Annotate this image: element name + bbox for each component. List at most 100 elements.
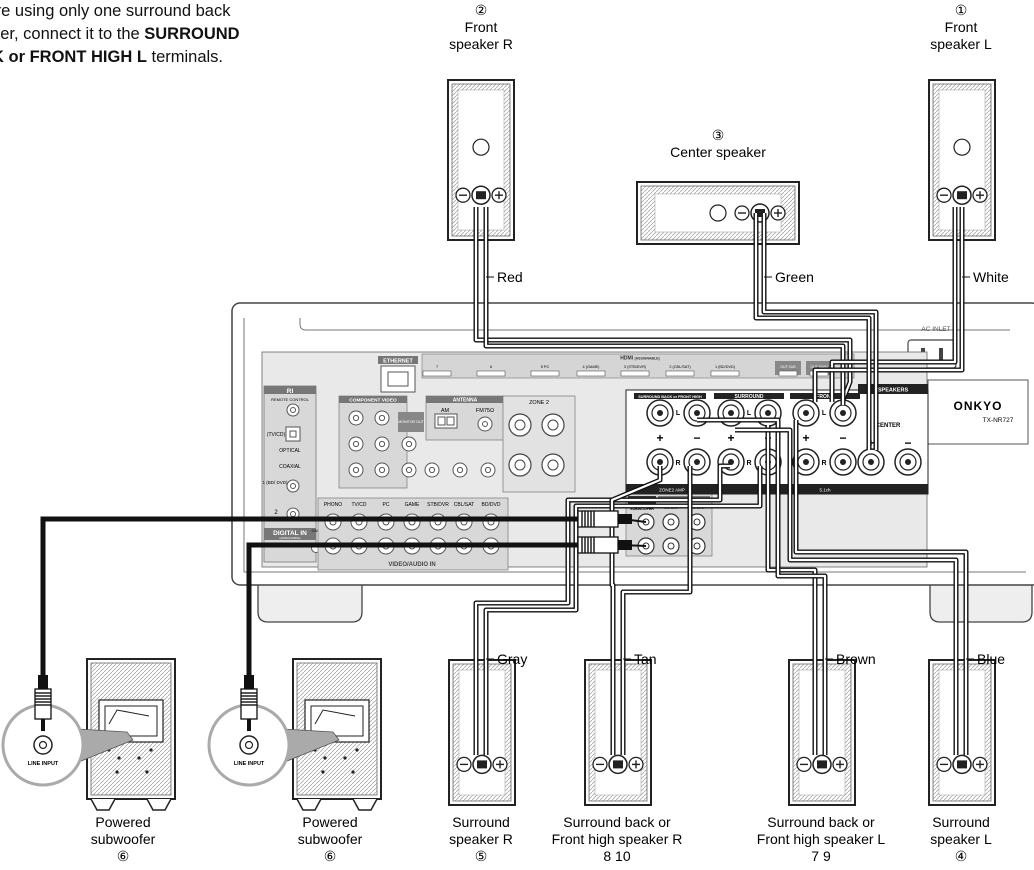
av-in-label-7: BD/DVD [482, 502, 501, 508]
surround-speaker-l [928, 659, 996, 806]
label-center-speaker-line-1: ③ [712, 127, 725, 143]
coax2-label: 2 [274, 510, 278, 516]
label-subwoofer-2-line-3: ⑥ [324, 848, 337, 864]
note-line-3: K or FRONT HIGH L terminals. [0, 48, 224, 66]
label-surround-speaker-r-line-2: speaker R [449, 831, 513, 847]
cable-label-white: White [973, 269, 1009, 285]
label-front-speaker-l-line-1: ① [955, 2, 968, 18]
gnd-label: GND [312, 528, 321, 533]
line-input-label: LINE INPUT [234, 761, 265, 767]
cable-label-blue: Blue [977, 651, 1005, 667]
cable-label-green: Green [775, 269, 814, 285]
label-surround-back-speaker-r-line-1: Surround back or [563, 814, 671, 830]
cable-label-red: Red [497, 269, 523, 285]
label-subwoofer-2-line-2: subwoofer [298, 831, 363, 847]
label-front-speaker-l-line-2: Front [945, 19, 978, 35]
surround-back-speaker-l [788, 659, 856, 806]
channel-letter: L [676, 410, 681, 417]
label-front-speaker-r-line-2: Front [465, 19, 498, 35]
ri-label: RI [287, 388, 294, 395]
digital-in-label: DIGITAL IN [273, 530, 307, 537]
label-surround-speaker-r-line-1: Surround [452, 814, 510, 830]
hdmi-input-label-3: 5 PC [541, 365, 550, 369]
digital-in-sub: (ASSIGNABLE) [279, 536, 300, 540]
label-surround-speaker-l-line-2: speaker L [930, 831, 992, 847]
ethernet-label: ETHERNET [383, 359, 413, 365]
coaxial-label: COAXIAL [279, 464, 301, 470]
note-line-1: ’re using only one surround back [0, 2, 231, 20]
label-surround-back-speaker-l-line-3: 7 9 [811, 848, 831, 864]
polarity-mark: + [656, 431, 663, 445]
hdmi-input-label-6: 2 (CBL/SAT) [669, 365, 691, 369]
sb-terminals-label: SURROUND BACK or FRONT HIGH [638, 395, 702, 399]
av-in-label-5: STB/DVR [427, 502, 449, 508]
optical-tvcd-label: (TV/CD) [267, 432, 286, 438]
note-line-2: ker, connect it to the SURROUND [0, 25, 240, 43]
hdmi-out-main-label: OUT MAIN [810, 365, 828, 369]
hdmi-input-label-7: 1 (BD/DVD) [715, 365, 736, 369]
label-surround-back-speaker-l-line-2: Front high speaker L [757, 831, 886, 847]
optical-label: OPTICAL [279, 448, 301, 454]
rca-plug [244, 675, 254, 689]
label-subwoofer-1-line-2: subwoofer [91, 831, 156, 847]
channel-letter: L [747, 410, 752, 417]
zone2-label: ZONE 2 [529, 400, 549, 406]
pre-out-subwoofer-label: SUBWOOFER [630, 507, 654, 511]
video-audio-in-label: VIDEO/AUDIO IN [388, 562, 435, 568]
hdmi-out-sub-port [778, 370, 798, 377]
coax1-label: 1 (BD/ DVD) [262, 480, 288, 485]
fm-label: FM75Ω [476, 408, 494, 414]
hdmi-input-port [422, 370, 452, 377]
polarity-mark: + [727, 431, 734, 445]
center-terminals-label: CENTER [876, 423, 901, 429]
am-label: AM [441, 408, 450, 414]
antenna-label: ANTENNA [453, 398, 478, 404]
hdmi-input-port [476, 370, 506, 377]
label-front-speaker-l-line-3: speaker L [930, 36, 992, 52]
label-subwoofer-1-line-3: ⑥ [117, 848, 130, 864]
channel-letter: R [675, 460, 680, 467]
hdmi-input-port [620, 370, 650, 377]
surround-back-speaker-r [584, 659, 652, 806]
label-surround-speaker-r-line-3: ⑤ [475, 848, 488, 864]
av-in-label-6: CBL/SAT [454, 502, 474, 508]
hdmi-input-port [710, 370, 740, 377]
component-video-label: COMPONENT VIDEO [349, 398, 397, 404]
zone2-amp-label: ZONE2 AMP [659, 488, 685, 493]
label-surround-back-speaker-r-line-2: Front high speaker R [552, 831, 683, 847]
channel-letter: R [821, 460, 826, 467]
polarity-mark: + [802, 431, 809, 445]
hdmi-input-port [665, 370, 695, 377]
speaker-port [709, 204, 727, 222]
hdmi-input-label-4: 4 (GAME) [583, 365, 601, 369]
av-in-label-4: GAME [405, 502, 420, 508]
hdmi-input-label-2: 6 [490, 365, 492, 369]
monitor-out-label: MONITOR OUT [398, 420, 424, 424]
speakers-label: SPEAKERS [878, 388, 909, 394]
line-input-label: LINE INPUT [28, 761, 59, 767]
polarity-mark: − [693, 431, 700, 445]
ch51-label: 5.1ch [819, 488, 831, 493]
cable-label-gray: Gray [497, 651, 527, 667]
powered-subwoofer-2: LINE INPUT [207, 658, 382, 811]
front-speaker-r [447, 79, 515, 241]
brand-logo: ONKYO [953, 399, 1002, 413]
model-label: TX-NR727 [983, 417, 1014, 424]
cable-label-tan: Tan [634, 651, 657, 667]
label-subwoofer-1-line-1: Powered [95, 814, 150, 830]
front-terminals-label: FRONT [816, 394, 833, 400]
label-surround-back-speaker-r-line-3: 8 10 [603, 848, 630, 864]
ac-inlet-label: AC INLET [921, 326, 950, 333]
polarity-mark: − [839, 431, 846, 445]
label-front-speaker-r-line-3: speaker R [449, 36, 513, 52]
